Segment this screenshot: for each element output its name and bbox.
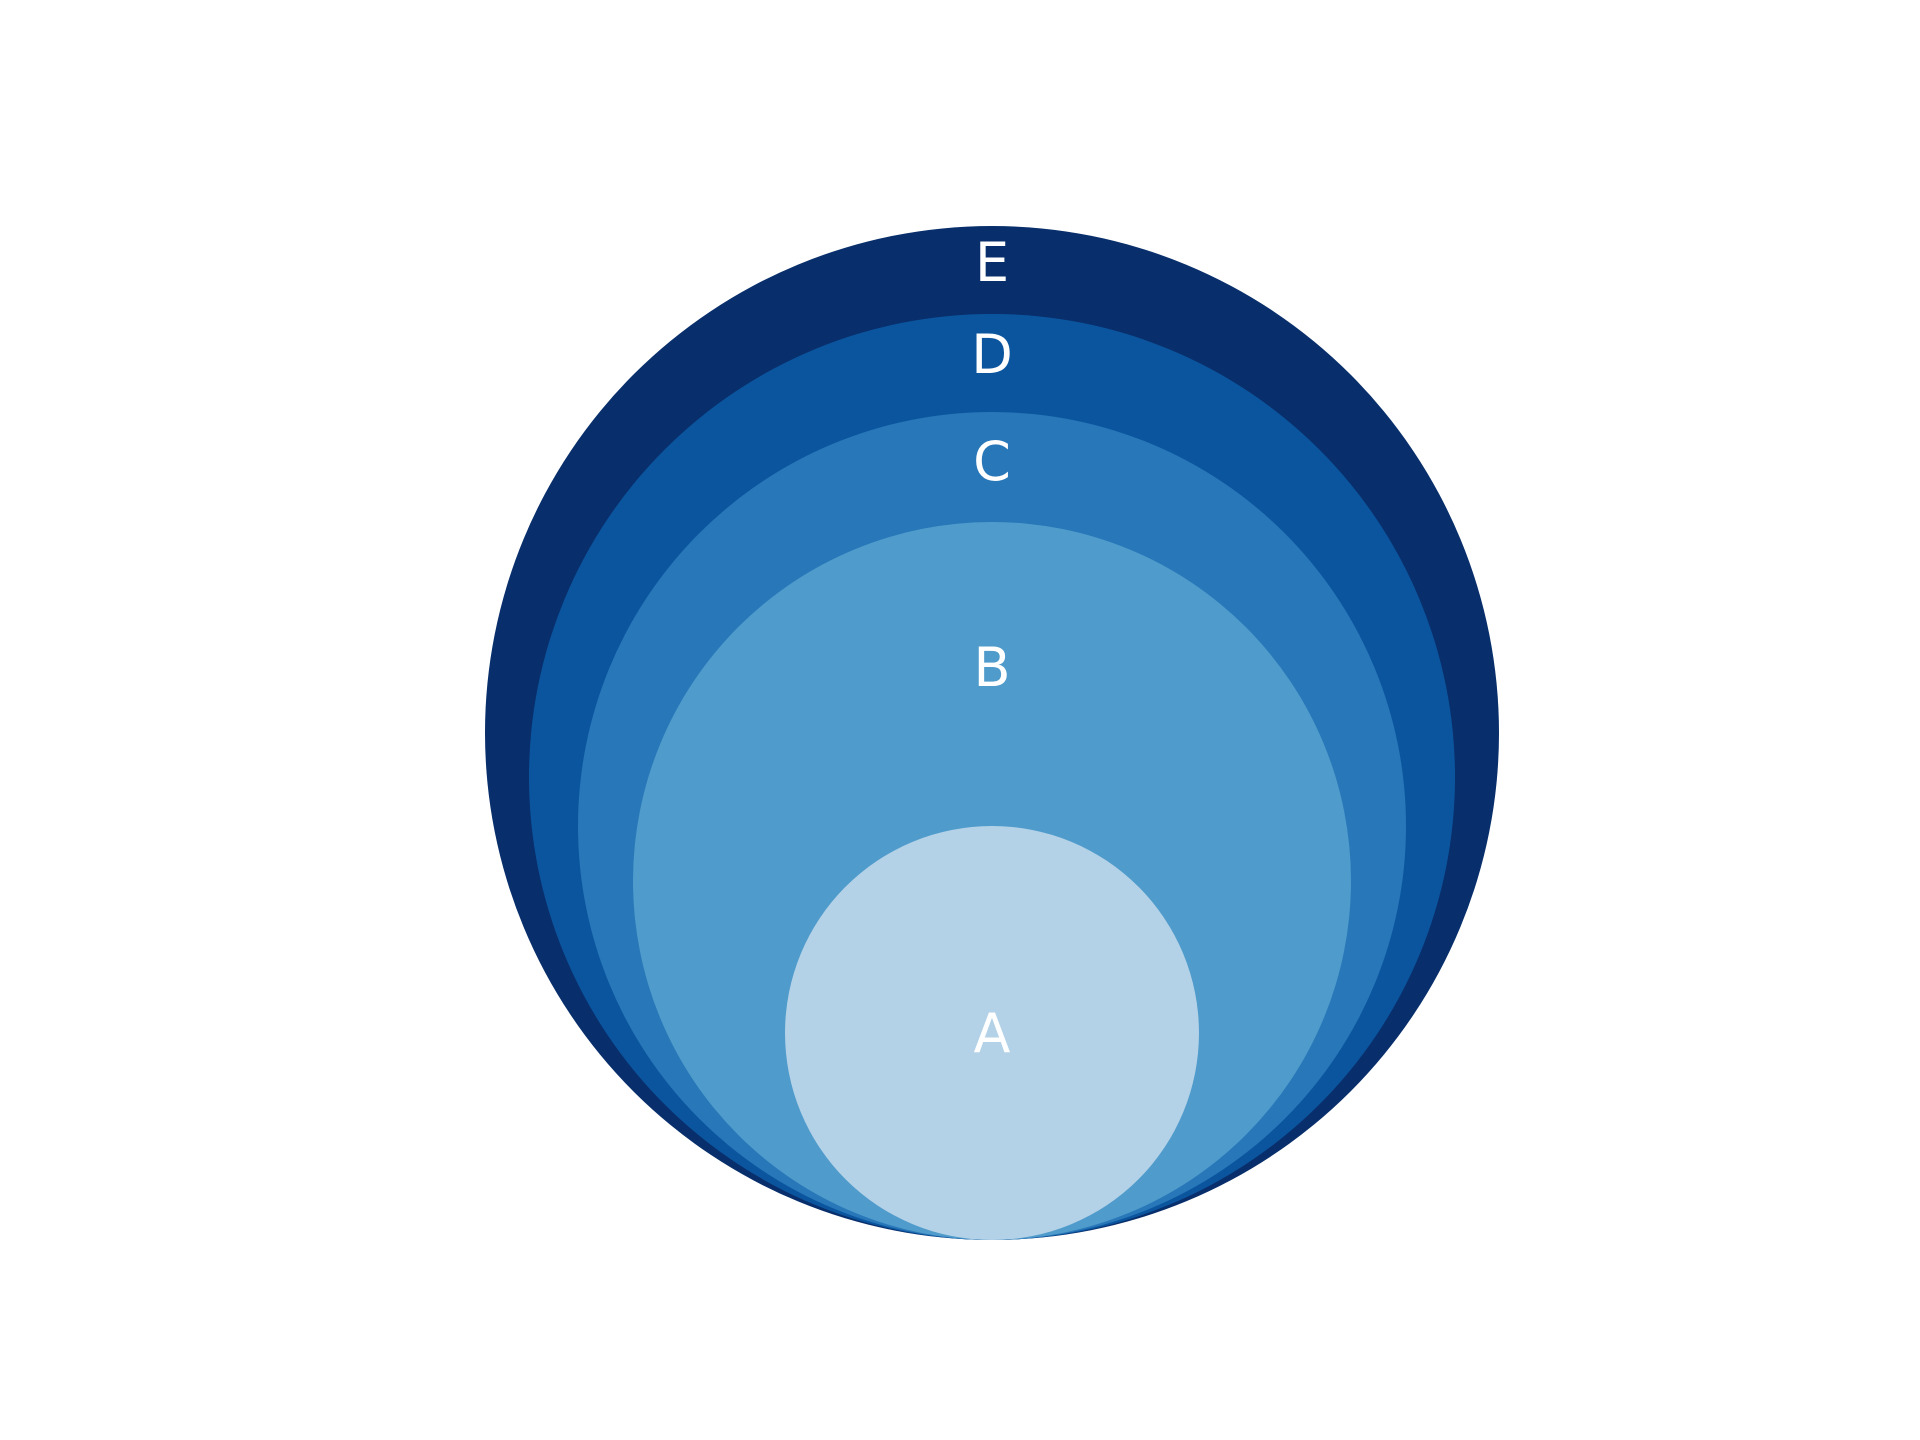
circle-label-a: A [974, 1002, 1011, 1065]
circle-label-b: B [973, 636, 1010, 699]
circle-label-c: C [973, 430, 1011, 493]
circle-label-e: E [975, 231, 1009, 294]
circle-label-d: D [971, 323, 1013, 386]
circle-a [785, 826, 1199, 1240]
labels-layer: A B CDE [971, 231, 1013, 1065]
circles-layer [485, 226, 1499, 1240]
